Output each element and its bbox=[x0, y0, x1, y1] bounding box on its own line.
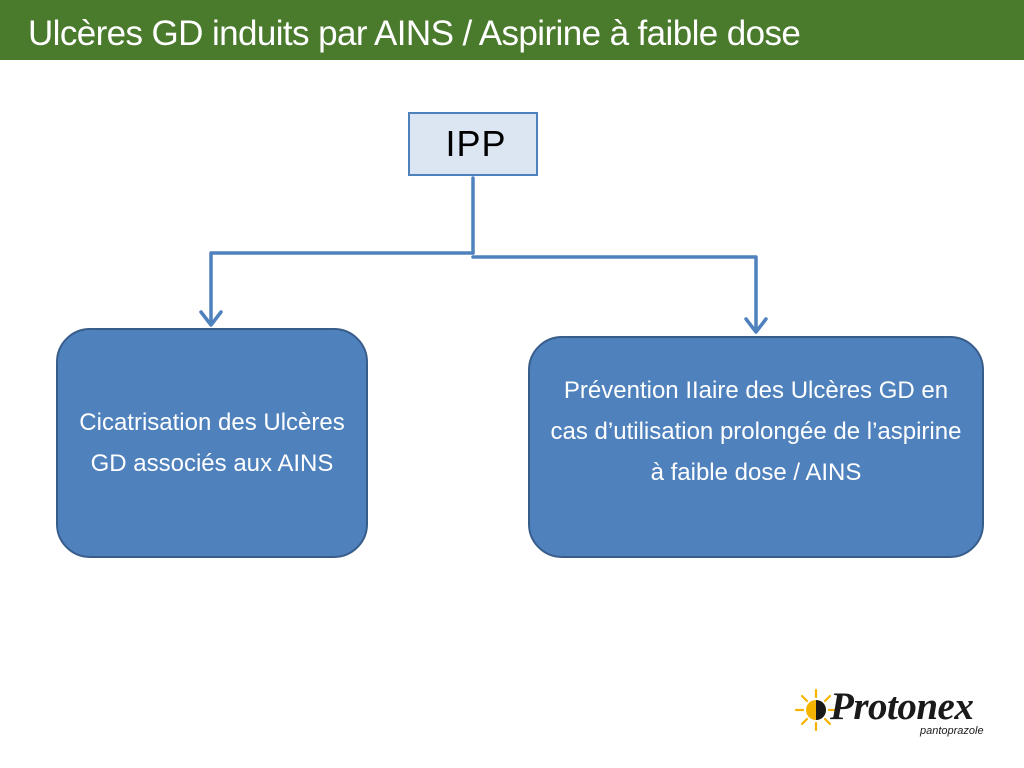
branch-node-cicatrisation: Cicatrisation des Ulcères GD associés au… bbox=[56, 328, 368, 558]
slide-title: Ulcères GD induits par AINS / Aspirine à… bbox=[28, 14, 801, 53]
branch-node-label: Prévention IIaire des Ulcères GD en cas … bbox=[550, 377, 962, 486]
root-node-ipp: IPP bbox=[408, 112, 538, 176]
branch-node-label: Cicatrisation des Ulcères GD associés au… bbox=[79, 409, 345, 477]
title-bar: Ulcères GD induits par AINS / Aspirine à… bbox=[0, 0, 1024, 60]
arrowhead-left bbox=[199, 310, 223, 327]
logo-subtitle: pantoprazole bbox=[920, 725, 984, 737]
connector-right bbox=[471, 255, 758, 333]
sun-icon bbox=[794, 688, 838, 732]
protonex-logo: Protonex pantoprazole bbox=[794, 685, 1004, 746]
logo-wordmark: Protonex bbox=[830, 685, 974, 728]
branch-node-prevention: Prévention IIaire des Ulcères GD en cas … bbox=[528, 336, 984, 558]
arrowhead-right bbox=[744, 317, 768, 334]
root-node-label: IPP bbox=[445, 123, 507, 164]
connector-left bbox=[209, 251, 475, 326]
